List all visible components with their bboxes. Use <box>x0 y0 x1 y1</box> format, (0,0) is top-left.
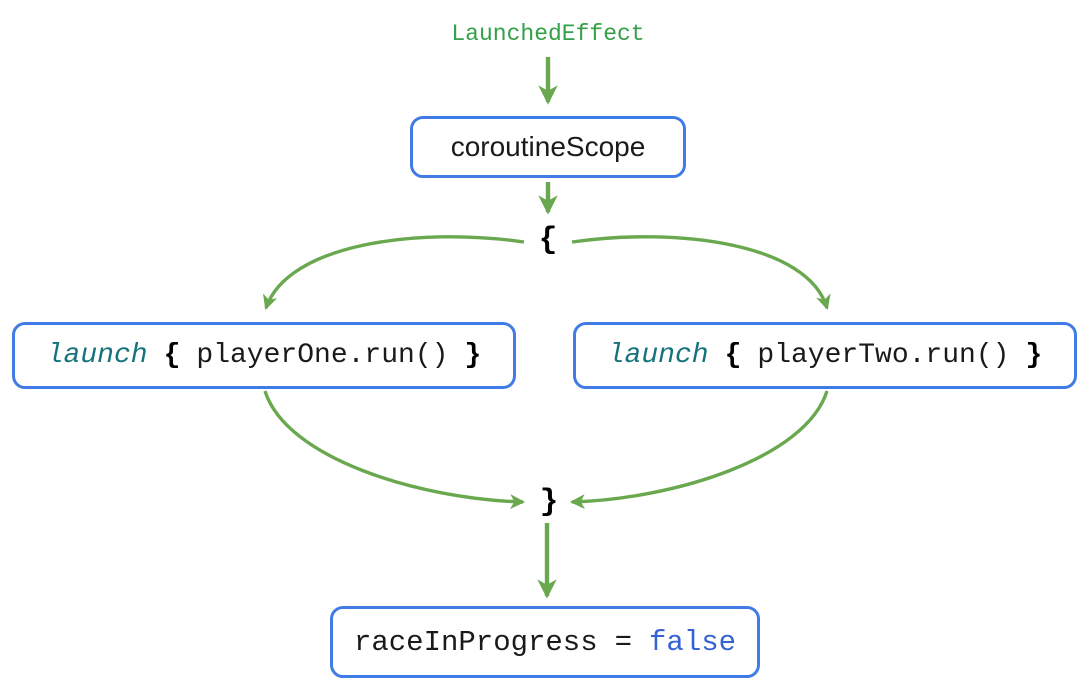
false-value: false <box>649 625 737 659</box>
player-two-call: playerTwo.run() <box>757 340 1010 371</box>
arrow-open-brace-to-player-two <box>571 235 831 311</box>
race-in-progress-node: raceInProgress = false <box>330 606 760 678</box>
launch-player-one-node: launch { playerOne.run() } <box>12 322 516 389</box>
arrow-player-two-to-close-brace <box>569 390 829 510</box>
open-brace-glyph: { <box>724 340 742 371</box>
race-in-progress-lhs: raceInProgress <box>353 625 598 659</box>
coroutine-scope-node: coroutineScope <box>410 116 686 178</box>
coroutine-scope-label: coroutineScope <box>450 131 646 162</box>
launch-keyword: launch <box>46 340 148 371</box>
open-brace-glyph: { <box>163 340 181 371</box>
arrow-open-brace-to-player-one <box>263 235 525 310</box>
launched-effect-label: LaunchedEffect <box>451 21 645 47</box>
launch-keyword: launch <box>607 340 709 371</box>
close-brace: } <box>539 484 559 520</box>
close-brace-glyph: } <box>1025 340 1043 371</box>
arrow-player-one-to-close-brace <box>263 390 526 510</box>
open-brace: { <box>538 222 558 258</box>
equals-sign: = <box>614 625 633 659</box>
player-one-call: playerOne.run() <box>196 340 449 371</box>
launch-player-two-node: launch { playerTwo.run() } <box>573 322 1077 389</box>
close-brace-glyph: } <box>464 340 482 371</box>
